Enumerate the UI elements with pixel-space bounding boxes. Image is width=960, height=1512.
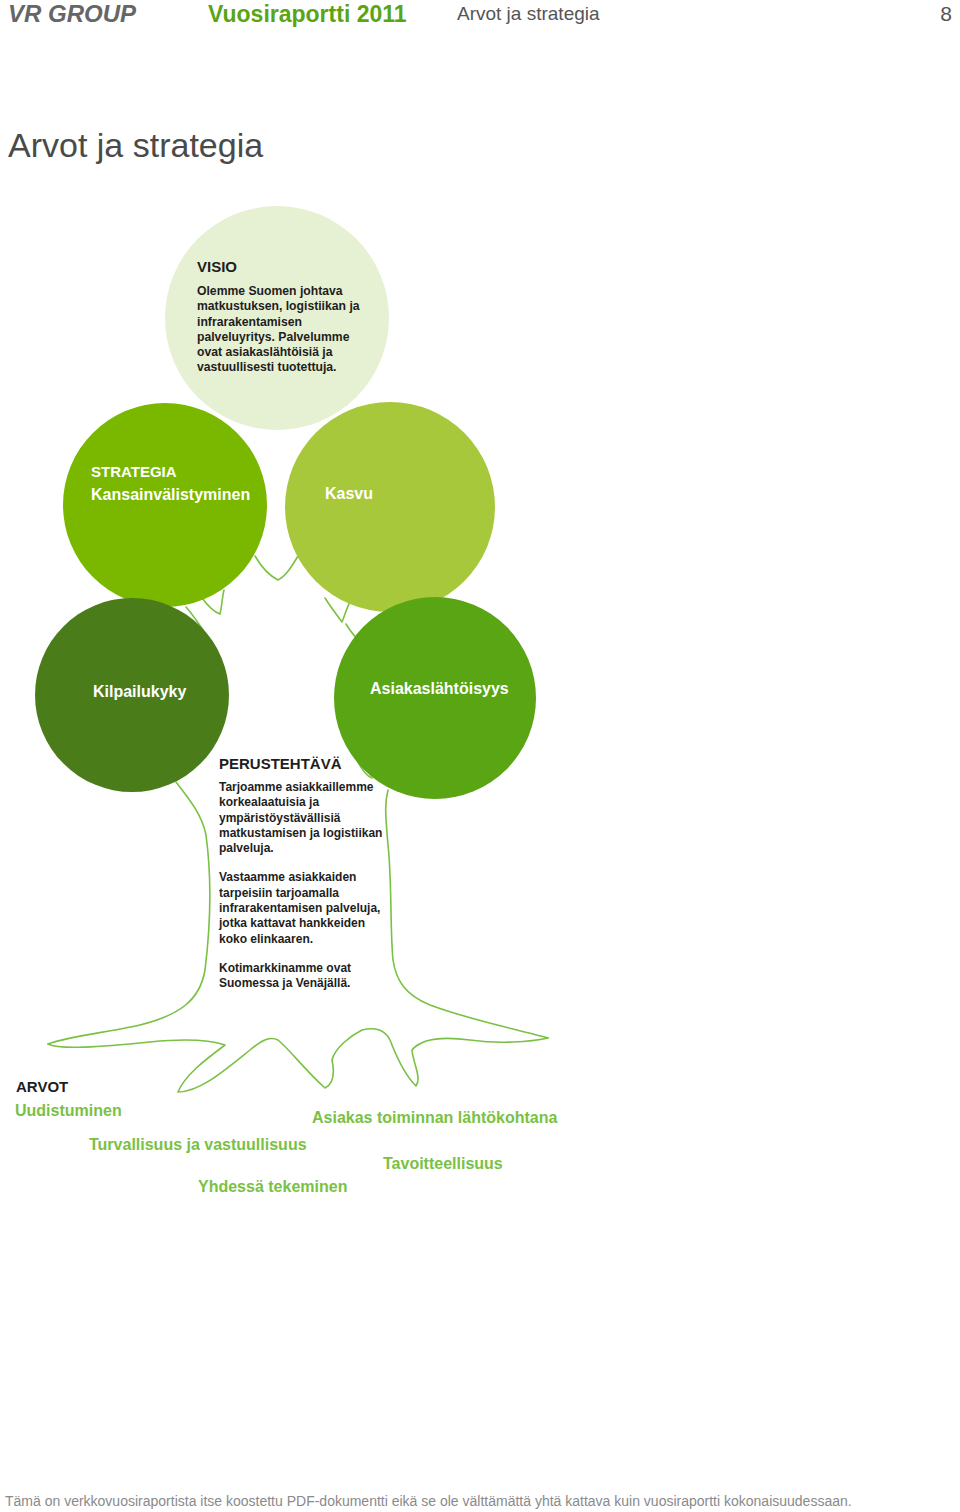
circle-text: Olemme Suomen johtava matkustuksen, logi… xyxy=(197,284,377,376)
circle-fill xyxy=(334,597,536,799)
circle-text: Kilpailukyky xyxy=(93,682,186,701)
circle-heading: STRATEGIA xyxy=(91,463,263,481)
report-name: Vuosiraportti 2011 xyxy=(208,1,407,27)
trunk-paragraph: Tarjoamme asiakkaillemme korkealaatuisia… xyxy=(219,780,385,856)
page-number: 8 xyxy=(940,2,952,26)
trunk-heading: PERUSTEHTÄVÄ xyxy=(219,755,385,773)
circle-text: Asiakaslähtöisyys xyxy=(370,679,509,698)
strategy-circle: VISIO Olemme Suomen johtava matkustuksen,… xyxy=(165,206,389,430)
circle-fill xyxy=(165,206,389,430)
page-title: Arvot ja strategia xyxy=(8,126,263,165)
circle-text: Kasvu xyxy=(325,484,373,503)
strategy-circle: STRATEGIA Kansainvälistyminen xyxy=(63,403,267,607)
section-name: Arvot ja strategia xyxy=(457,3,600,25)
strategy-circle: Asiakaslähtöisyys xyxy=(334,597,536,799)
circle-shape xyxy=(334,597,536,799)
trunk-paragraph: Kotimarkkinamme ovat Suomessa ja Venäjäl… xyxy=(219,961,385,992)
circle-heading: VISIO xyxy=(197,258,377,276)
circle-shape xyxy=(63,403,267,607)
strategy-circle: Kilpailukyky xyxy=(35,598,229,792)
logo: VR GROUP xyxy=(8,0,136,28)
values-heading: ARVOT xyxy=(16,1078,68,1095)
value-item: Asiakas toiminnan lähtökohtana xyxy=(312,1109,557,1127)
circle-shape xyxy=(285,402,495,612)
circle-text: Kansainvälistyminen xyxy=(91,485,263,504)
trunk-text-box: PERUSTEHTÄVÄ Tarjoamme asiakkaillemme kor… xyxy=(219,755,385,992)
value-item: Yhdessä tekeminen xyxy=(198,1178,347,1196)
trunk-paragraph: Vastaamme asiakkaiden tarpeisiin tarjoam… xyxy=(219,870,385,946)
circle-fill xyxy=(63,403,267,607)
footer-note: Tämä on verkkovuosiraportista itse koost… xyxy=(5,1493,852,1509)
value-item: Uudistuminen xyxy=(15,1102,122,1120)
value-item: Turvallisuus ja vastuullisuus xyxy=(89,1136,307,1154)
circle-fill xyxy=(35,598,229,792)
circle-fill xyxy=(285,402,495,612)
strategy-circle: Kasvu xyxy=(285,402,495,612)
value-item: Tavoitteellisuus xyxy=(383,1155,503,1173)
